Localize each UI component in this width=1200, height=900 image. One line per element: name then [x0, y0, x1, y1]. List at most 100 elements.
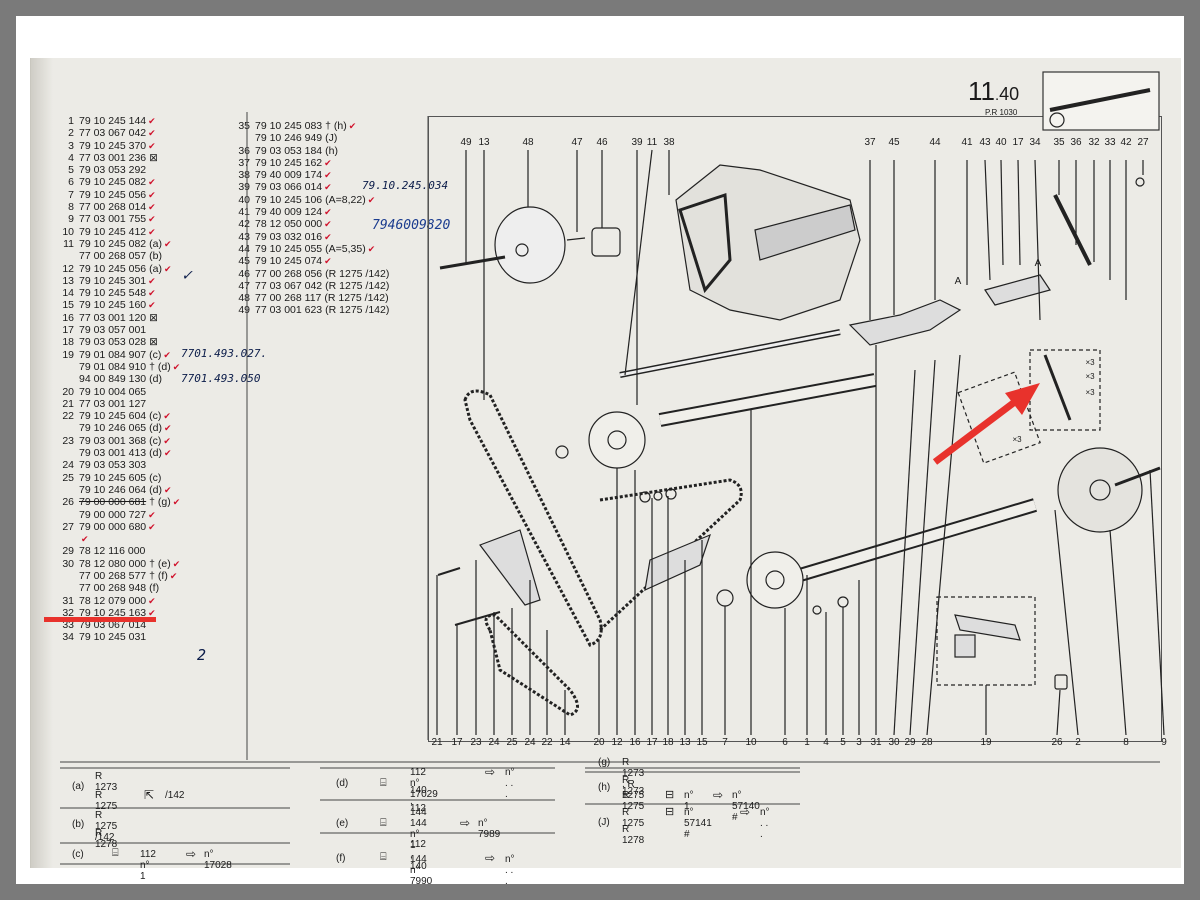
part-suffix: † (d): [149, 360, 171, 373]
part-reference: 77 00 268 117: [255, 292, 322, 305]
part-reference: 79 03 057 001: [79, 324, 147, 337]
diagram-label-x3c: ×3: [1085, 388, 1095, 397]
item-number: 8: [68, 201, 74, 214]
callout-number: 33: [1104, 137, 1116, 148]
red-check-icon: ✔: [324, 256, 332, 267]
item-number: 1: [68, 115, 74, 127]
item-number: 20: [62, 385, 74, 398]
part-reference: 79 10 245 412: [79, 225, 147, 238]
parts-list-row: 79 10 246 064(d)✔: [56, 484, 180, 496]
part-reference: 79 10 004 065: [79, 385, 147, 398]
part-reference: 79 03 053 292: [79, 164, 147, 177]
callout-number: 43: [979, 137, 991, 148]
red-check-icon: ✔: [163, 349, 171, 360]
item-number: 7: [68, 188, 74, 201]
callout-number: 24: [524, 737, 536, 748]
part-suffix: (J): [325, 132, 338, 145]
callout-number: 4: [823, 737, 829, 748]
parts-list-row: 77 00 268 577† (f)✔: [56, 570, 180, 582]
item-number: 22: [62, 410, 74, 423]
callout-number: 26: [1051, 737, 1063, 748]
footer-e-label: (e): [336, 818, 349, 829]
part-reference: 79 10 245 031: [79, 631, 147, 644]
diagram-label-x3d: ×3: [1012, 435, 1022, 444]
item-number: 2: [68, 127, 74, 140]
item-number: 25: [62, 471, 74, 484]
handwritten-note-38: 79.10.245.034: [362, 179, 449, 192]
footer-b1: R 1275 /142: [95, 810, 118, 843]
red-check-icon: ✔: [164, 484, 172, 495]
red-check-icon: ✔: [172, 497, 181, 508]
part-suffix: (d): [149, 483, 162, 496]
part-suffix: (A=8,22): [325, 193, 366, 206]
part-suffix: (A=5,35): [325, 242, 366, 255]
callout-number: 12: [611, 737, 623, 748]
red-check-icon: ✔: [172, 361, 181, 372]
callout-number: 49: [460, 137, 472, 148]
item-number: 33: [62, 619, 74, 632]
callout-number: 13: [679, 737, 691, 748]
part-reference: 79 10 246 949: [255, 132, 323, 145]
part-suffix: † (e): [149, 557, 171, 570]
parts-list-row: 94 00 849 130(d): [56, 373, 180, 385]
item-number: 11: [63, 237, 74, 250]
red-check-icon: ✔: [324, 170, 332, 181]
part-suffix: (f): [149, 582, 160, 595]
red-check-icon: ✔: [164, 448, 172, 459]
part-reference: 77 03 067 042: [79, 127, 147, 140]
callout-number: 7: [722, 737, 728, 748]
footer-d-label: (d): [336, 778, 349, 789]
item-number: 10: [62, 225, 74, 238]
callout-number: 41: [961, 137, 973, 148]
callout-number: 13: [478, 137, 490, 148]
footer-h2b: n° 1: [684, 790, 694, 812]
footer-j1c: n° . . .: [760, 807, 770, 840]
callout-number: 16: [629, 737, 641, 748]
item-number: 3: [68, 139, 74, 152]
callout-number: 45: [888, 137, 900, 148]
callout-number: 37: [864, 137, 876, 148]
item-number: 12: [62, 262, 74, 275]
red-check-icon: ✔: [324, 231, 332, 242]
part-reference: 77 00 268 056: [255, 267, 323, 280]
item-number: 44: [238, 242, 250, 255]
item-number: 32: [62, 606, 74, 619]
item-number: 16: [62, 311, 74, 324]
kit-box-icon: ⊠: [149, 151, 158, 164]
callout-number: 19: [980, 737, 992, 748]
red-check-icon: ✔: [148, 128, 156, 139]
item-number: 29: [62, 545, 74, 558]
footer-e1: 112: [410, 803, 426, 814]
part-reference: 78 12 050 000: [255, 218, 323, 231]
diagram-label-x3b: ×3: [1085, 372, 1095, 381]
item-number: 46: [238, 267, 250, 280]
red-check-icon: ✔: [148, 202, 156, 213]
part-reference: 79 40 009 174: [255, 169, 323, 182]
red-check-icon: ✔: [164, 423, 172, 434]
parts-list-row: 79 03 001 413(d)✔: [56, 447, 180, 459]
item-number: 41: [238, 206, 250, 219]
item-number: 18: [62, 336, 74, 349]
callout-number: 38: [663, 137, 675, 148]
part-suffix: (c): [149, 410, 162, 423]
callout-number: 44: [929, 137, 941, 148]
footer-h-label: (h): [598, 782, 611, 793]
callout-number: 25: [506, 737, 518, 748]
item-number: 26: [62, 496, 74, 509]
part-reference: 79 10 245 301: [79, 274, 147, 287]
callout-number: 9: [1161, 737, 1167, 748]
item-number: 40: [238, 193, 250, 206]
callout-number: 22: [541, 737, 553, 748]
